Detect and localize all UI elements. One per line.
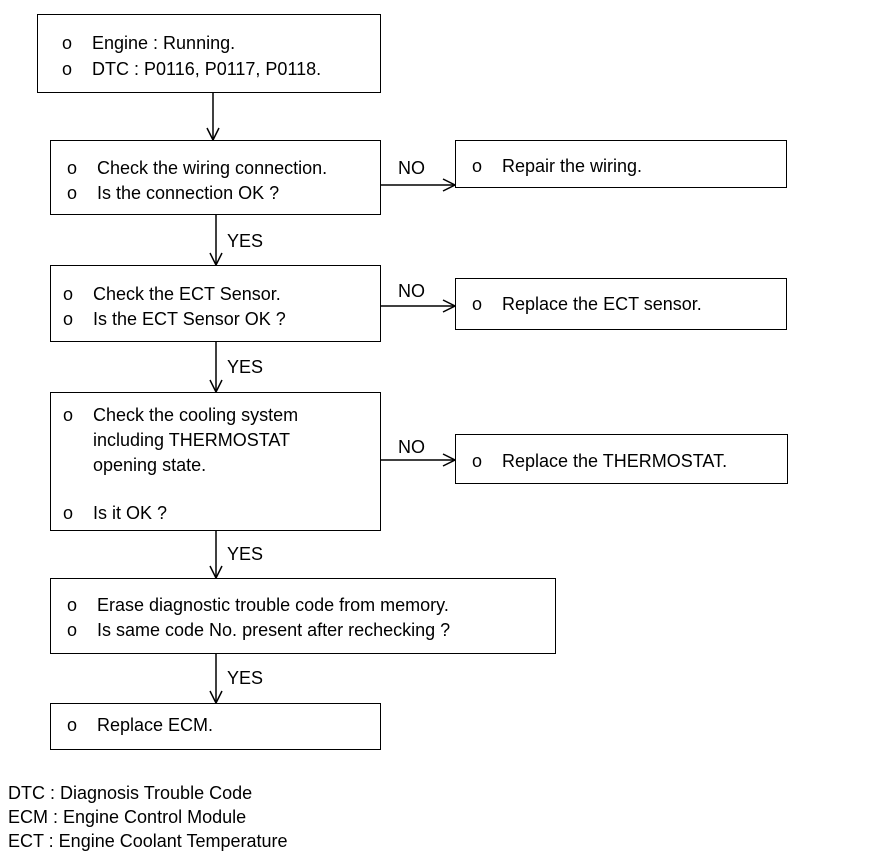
bullet: o (67, 183, 78, 203)
bullet: o (472, 451, 483, 471)
bullet: o (67, 158, 78, 178)
legend-ect: ECT : Engine Coolant Temperature (8, 831, 288, 851)
step-start-line-1: Engine : Running. (92, 33, 236, 53)
step-erase-line-2: Is same code No. present after recheckin… (97, 620, 451, 640)
step-ect-line-1: Check the ECT Sensor. (93, 284, 281, 304)
label-yes-cooling: YES (227, 544, 264, 564)
label-yes-wiring: YES (227, 231, 264, 251)
bullet: o (62, 33, 73, 53)
step-ect-sensor-box: o Check the ECT Sensor. o Is the ECT Senso… (50, 265, 381, 342)
bullet: o (472, 294, 483, 314)
action-replace-ect-box: o Replace the ECT sensor. (455, 278, 787, 330)
label-no-cooling: NO (398, 437, 425, 457)
bullet: o (472, 156, 483, 176)
label-yes-ect: YES (227, 357, 264, 377)
action-repair-wiring-box: o Repair the wiring. (455, 140, 787, 188)
label-no-wiring: NO (398, 158, 425, 178)
action-replace-thermostat: Replace the THERMOSTAT. (502, 451, 728, 471)
bullet: o (67, 620, 78, 640)
step-wiring-box: o Check the wiring connection. o Is the co… (50, 140, 381, 215)
legend-ecm: ECM : Engine Control Module (8, 807, 247, 827)
bullet: o (67, 595, 78, 615)
step-cooling-line-2: including THERMOSTAT (93, 430, 291, 450)
step-cooling-line-1: Check the cooling system (93, 405, 299, 425)
step-cooling-box: o Check the cooling system including THER… (50, 392, 381, 531)
step-wiring-line-2: Is the connection OK ? (97, 183, 280, 203)
step-ect-line-2: Is the ECT Sensor OK ? (93, 309, 286, 329)
action-repair-wiring: Repair the wiring. (502, 156, 643, 176)
bullet: o (62, 59, 73, 79)
step-cooling-line-3: opening state. (93, 455, 207, 475)
step-erase-box: o Erase diagnostic trouble code from memo… (50, 578, 556, 654)
bullet: o (63, 309, 74, 329)
bullet: o (63, 503, 74, 523)
action-replace-ect: Replace the ECT sensor. (502, 294, 702, 314)
step-start-line-2: DTC : P0116, P0117, P0118. (92, 59, 322, 79)
step-replace-ecm-line-1: Replace ECM. (97, 715, 214, 735)
step-wiring-line-1: Check the wiring connection. (97, 158, 328, 178)
bullet: o (63, 284, 74, 304)
step-cooling-line-4: Is it OK ? (93, 503, 168, 523)
step-erase-line-1: Erase diagnostic trouble code from memor… (97, 595, 449, 615)
label-no-ect: NO (398, 281, 425, 301)
bullet: o (67, 715, 78, 735)
bullet: o (63, 405, 74, 425)
step-replace-ecm-box: o Replace ECM. (50, 703, 381, 750)
action-replace-thermostat-box: o Replace the THERMOSTAT. (455, 434, 788, 484)
legend-dtc: DTC : Diagnosis Trouble Code (8, 783, 253, 803)
label-yes-erase: YES (227, 668, 264, 688)
